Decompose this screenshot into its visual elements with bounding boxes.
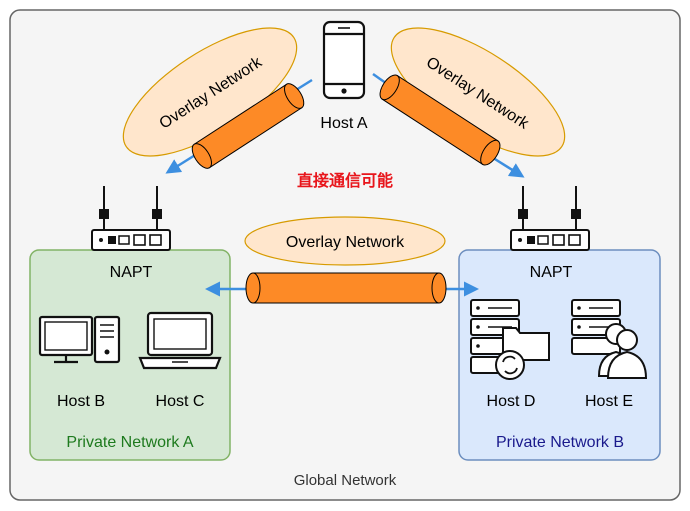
host-d-label: Host D	[487, 393, 536, 410]
host-c-label: Host C	[156, 393, 205, 410]
private-network-a-label: Private Network A	[66, 434, 193, 451]
host-b-label: Host B	[57, 393, 105, 410]
global-network-label: Global Network	[294, 472, 397, 489]
napt-left-label: NAPT	[110, 264, 153, 281]
router-icon	[510, 186, 590, 251]
tunnel-left	[191, 83, 305, 169]
laptop-icon	[138, 311, 222, 370]
overlay-ellipse-bottom	[244, 216, 446, 266]
direct-comm-label: 直接通信可能	[297, 171, 393, 190]
tunnel-right	[379, 74, 501, 166]
napt-right-label: NAPT	[530, 264, 573, 281]
host-e-label: Host E	[585, 393, 633, 410]
overlay-label-bottom: Overlay Network	[286, 234, 405, 251]
server-folder-icon	[470, 299, 550, 380]
tunnel-bottom	[245, 272, 447, 304]
desktop-pc-icon	[38, 315, 121, 364]
smartphone-icon	[322, 20, 366, 100]
private-network-b-label: Private Network B	[496, 434, 624, 451]
router-icon	[91, 186, 171, 251]
host-a-label: Host A	[320, 115, 367, 132]
server-users-icon	[571, 299, 648, 379]
